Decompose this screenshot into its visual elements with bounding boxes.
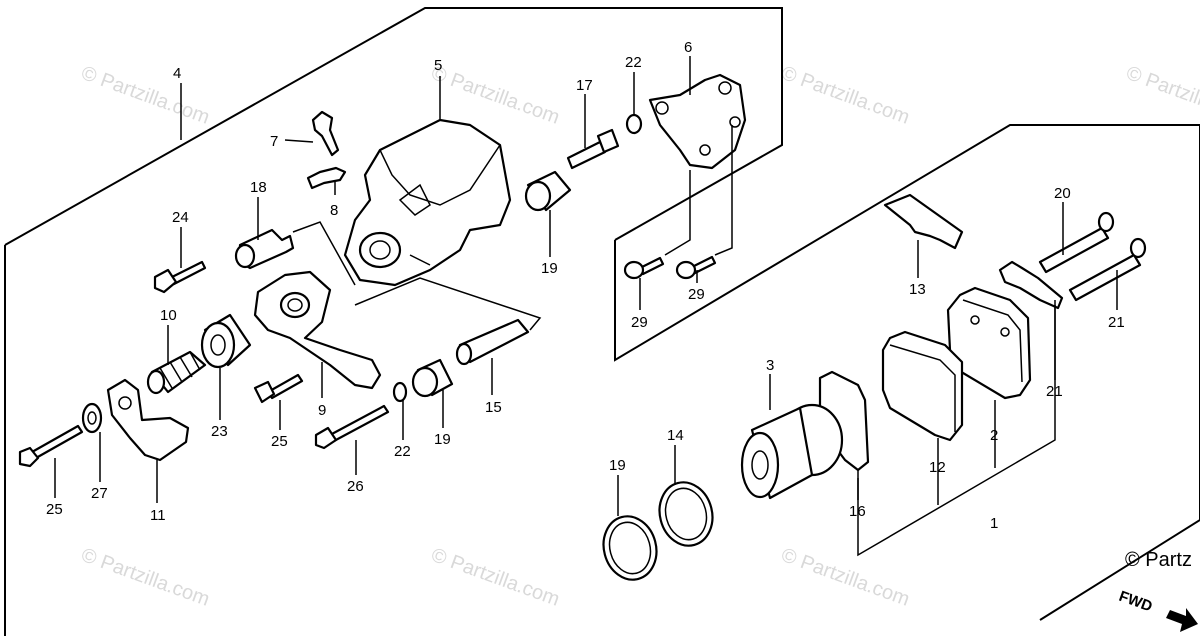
callout-9: 9 <box>318 402 326 419</box>
callout-8: 8 <box>330 202 338 219</box>
washer-22-upper <box>625 113 643 135</box>
bushing-24 <box>200 313 252 369</box>
pin-17 <box>566 128 620 170</box>
callout-22-lower: 22 <box>394 443 411 460</box>
callout-26: 25 <box>46 501 63 518</box>
callout-27: 26 <box>347 478 364 495</box>
watermark-text: © Partzilla.com <box>428 62 562 129</box>
piston-seal-14 <box>658 481 714 547</box>
callout-21-upper: 20 <box>1054 185 1071 202</box>
callout-4: 4 <box>173 65 181 82</box>
caliper-arm <box>253 270 382 390</box>
callout-7: 7 <box>270 133 278 150</box>
leader-lines <box>54 56 1118 516</box>
forward-direction-indicator: FWD <box>1117 588 1198 632</box>
arrow-icon <box>1166 608 1198 632</box>
watermark-text: © Partzilla.com <box>778 62 912 129</box>
callout-18: 18 <box>250 179 267 196</box>
slide-pin-18 <box>234 228 295 270</box>
callout-11: 11 <box>150 507 166 524</box>
bolt-26 <box>18 424 84 468</box>
assembly-leader <box>292 221 356 286</box>
bolt-27 <box>314 404 390 450</box>
callout-2: 2 <box>990 427 998 444</box>
callout-29-left: 29 <box>631 314 648 331</box>
watermark-text: © Partzilla.com <box>78 544 212 611</box>
callout-22-upper: 22 <box>625 54 642 71</box>
watermark-text: © Partzilla.com <box>428 544 562 611</box>
callout-13: 13 <box>909 281 926 298</box>
callout-25-lower: 25 <box>271 433 288 450</box>
watermark-text: © Partzilla.com <box>1123 62 1200 129</box>
callout-14: 14 <box>667 427 684 444</box>
callout-17: 17 <box>576 77 593 94</box>
brake-pad-2 <box>946 286 1032 400</box>
spring <box>146 350 207 395</box>
assembly-outline-right-edge <box>1039 125 1200 621</box>
callout-labels: 4 5 7 8 18 24 10 9 23 25 11 27 25 26 22 … <box>46 39 1125 532</box>
caliper-body <box>343 118 512 287</box>
callout-1: 1 <box>990 515 998 532</box>
fwd-label: FWD <box>1117 588 1155 616</box>
dust-seal-20 <box>602 515 658 581</box>
callout-12: 12 <box>929 459 946 476</box>
callout-28: 27 <box>91 485 108 502</box>
piston <box>740 403 844 500</box>
callout-16: 16 <box>849 503 866 520</box>
callout-21-lower: 21 <box>1108 314 1125 331</box>
assembly-leader <box>354 277 542 331</box>
pad-pin-21-lower <box>1068 237 1147 302</box>
pad-pin-21-upper <box>1038 211 1115 274</box>
washer-28 <box>81 402 103 434</box>
callout-29-right: 29 <box>688 286 705 303</box>
bolt-leader <box>664 170 691 256</box>
boot-19-lower <box>411 358 454 398</box>
bleeder-valve <box>311 110 340 157</box>
callout-10: 10 <box>160 307 177 324</box>
bolt-leader <box>714 125 733 256</box>
pad-spring-13 <box>883 193 964 250</box>
bolt-25-upper <box>153 260 207 294</box>
callout-24: 23 <box>211 423 228 440</box>
callout-25-upper: 24 <box>172 209 189 226</box>
callout-3: 3 <box>766 357 774 374</box>
pad-clip-23 <box>998 260 1064 310</box>
bleeder-cap <box>306 166 347 190</box>
callout-20: 19 <box>609 457 626 474</box>
callout-23: 21 <box>1046 383 1063 400</box>
assembly-outline-right <box>614 124 1200 362</box>
callout-19-upper: 19 <box>541 260 558 277</box>
callout-6: 6 <box>684 39 692 56</box>
bracket-11 <box>106 378 190 462</box>
watermark-text: © Partzilla.com <box>78 62 212 129</box>
callout-19-lower: 19 <box>434 431 451 448</box>
bolt-25-lower <box>253 373 304 404</box>
copyright-text: © Partz <box>1125 549 1192 571</box>
bracket-6 <box>648 73 747 170</box>
boot-19-upper <box>524 170 572 212</box>
bolt-29-right <box>675 255 717 280</box>
bolt-29-left <box>623 256 665 280</box>
brake-pad-12 <box>881 330 964 442</box>
slide-pin-15 <box>455 318 530 366</box>
washer-22-lower <box>392 381 408 403</box>
callout-15: 15 <box>485 399 502 416</box>
assembly-outline-left <box>4 7 783 246</box>
callout-5: 5 <box>434 57 442 74</box>
watermark-text: © Partzilla.com <box>778 544 912 611</box>
